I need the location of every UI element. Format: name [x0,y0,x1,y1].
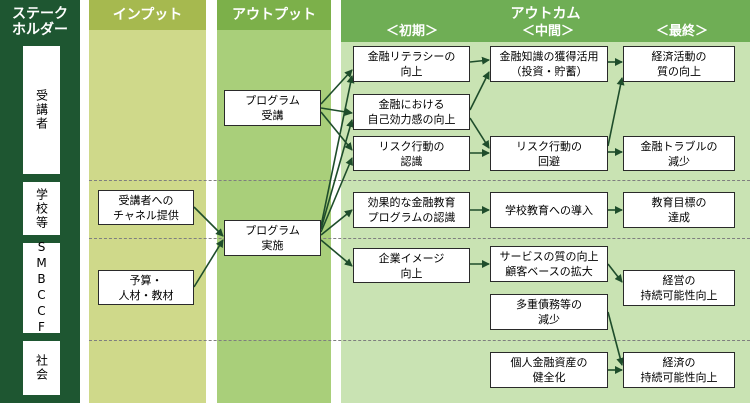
input-header-band [89,0,206,30]
input-budget-box: 予算・ 人材・教材 [98,270,194,305]
arrow-debt-to-eco [607,311,625,366]
fin-mgmt-box: 経営の 持続可能性向上 [623,270,735,306]
init-image-box: 企業イメージ 向上 [353,248,470,283]
arrow-implement-to-program [320,209,353,236]
output-header-band [217,0,331,30]
mid-debt-box: 多重債務等の 減少 [490,294,608,330]
mid-knowledge-box: 金融知識の獲得活用 （投資・貯蓄） [490,46,608,82]
final-header: ＜最終＞ [655,24,708,39]
outcome-header: アウトカム [510,6,581,22]
stakeholder-smbccf: SMBCCF [23,240,60,336]
stakeholder-schools: 学校等 [23,182,60,235]
init-efficacy-box: 金融における 自己効力感の向上 [353,94,470,130]
initial-header: ＜初期＞ [385,24,438,39]
outcome-header-band [341,0,750,42]
row-separator-2 [89,238,750,239]
arrow-implement-to-efficacy [320,119,354,230]
output-column [217,0,331,403]
input-channel-box: 受講者への チャネル提供 [98,190,194,225]
mid-school-box: 学校教育への導入 [490,192,608,228]
arrow-channel-to-implement [193,206,224,237]
mid-assets-box: 個人金融資産の 健全化 [490,352,608,388]
arrow-efficacy-to-avoid [469,117,490,149]
arrow-attend-to-efficacy [320,107,353,116]
init-literacy-box: 金融リテラシーの 向上 [353,46,470,82]
stakeholder-header: ステーク ホルダー [12,6,68,38]
fin-edu-box: 教育目標の 達成 [623,192,735,228]
arrow-avoid-to-econ [607,77,625,147]
arrow-implement-to-risk [320,157,353,233]
stakeholder-trainees: 受講者 [23,46,60,174]
input-header: インプット [112,7,183,23]
row-separator-3 [89,340,750,341]
arrow-budget-to-implement [193,239,224,288]
middle-header: ＜中間＞ [521,24,574,39]
fin-econ-box: 経済活動の 質の向上 [623,46,735,82]
init-program-box: 効果的な金融教育 プログラムの認識 [353,192,470,228]
arrow-attend-to-risk [320,111,353,151]
arrow-literacy-to-knowledge [469,56,490,65]
mid-avoid-box: リスク行動の 回避 [490,136,608,171]
output-attend-box: プログラム 受講 [224,90,321,126]
init-risk-box: リスク行動の 認識 [353,136,470,171]
arrow-efficacy-to-knowledge [469,71,490,111]
output-header: アウトプット [232,7,316,23]
stakeholder-society: 社会 [23,341,60,395]
arrow-implement-to-image [320,239,353,267]
row-separator-1 [89,180,750,181]
output-implement-box: プログラム 実施 [224,220,321,256]
fin-trouble-box: 金融トラブルの 減少 [623,136,735,171]
mid-service-box: サービスの質の向上 顧客ベースの拡大 [490,246,608,282]
arrow-implement-to-literacy [320,75,355,227]
fin-eco-box: 経済の 持続可能性向上 [623,352,735,388]
arrow-service-to-mgmt [607,263,623,283]
